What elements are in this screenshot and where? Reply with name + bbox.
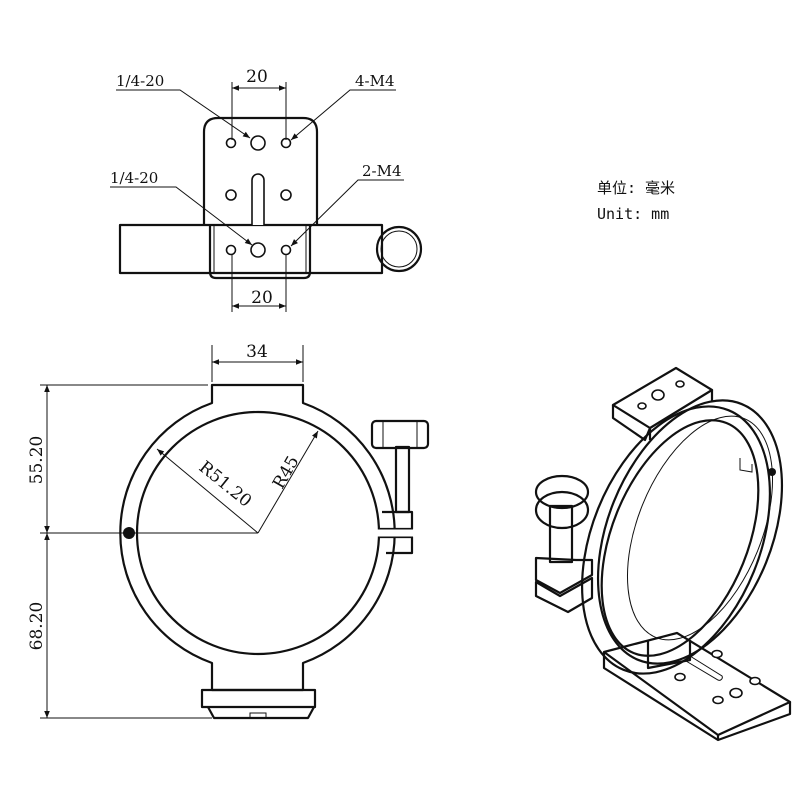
dim-top-20: 20 [246, 67, 268, 87]
callout-1-4-20-top: 1/4-20 [116, 72, 164, 90]
mounting-holes [225, 135, 292, 258]
callout-4-m4: 4-M4 [355, 72, 395, 90]
knob-icon [375, 225, 423, 273]
dim-bottom-20: 20 [251, 288, 273, 308]
center-block [208, 225, 312, 280]
front-view: 34 55.20 68.20 R51.20 R45 [27, 342, 430, 720]
dim-lower-68-20: 68.20 [27, 602, 47, 651]
screw-knob-icon [370, 419, 430, 450]
iso-base-plate [602, 631, 792, 737]
ring-band [118, 223, 384, 275]
dim-width-34: 34 [246, 342, 268, 362]
screw-shaft [394, 445, 411, 514]
inner-radius-label: R45 [269, 453, 304, 493]
top-view: 20 20 1/4-20 4-M4 1/4-20 2-M4 [110, 67, 423, 312]
callout-2-m4: 2-M4 [362, 162, 402, 180]
dim-upper-55-20: 55.20 [27, 436, 47, 485]
base-flange [200, 688, 317, 709]
isometric-view [534, 366, 792, 742]
iso-knob-icon [534, 490, 590, 530]
units-en: Unit: mm [597, 205, 669, 223]
iso-ring-inner [600, 419, 760, 657]
ring-outer [119, 383, 396, 692]
iso-ring-outer [581, 405, 771, 675]
outer-radius-label: R51.20 [195, 457, 255, 511]
iso-clamp-block [534, 556, 594, 595]
iso-screw-shaft [548, 504, 574, 564]
callout-1-4-20-bottom: 1/4-20 [110, 169, 158, 187]
units-cn: 单位: 毫米 [597, 179, 675, 197]
mounting-plate [202, 116, 319, 225]
